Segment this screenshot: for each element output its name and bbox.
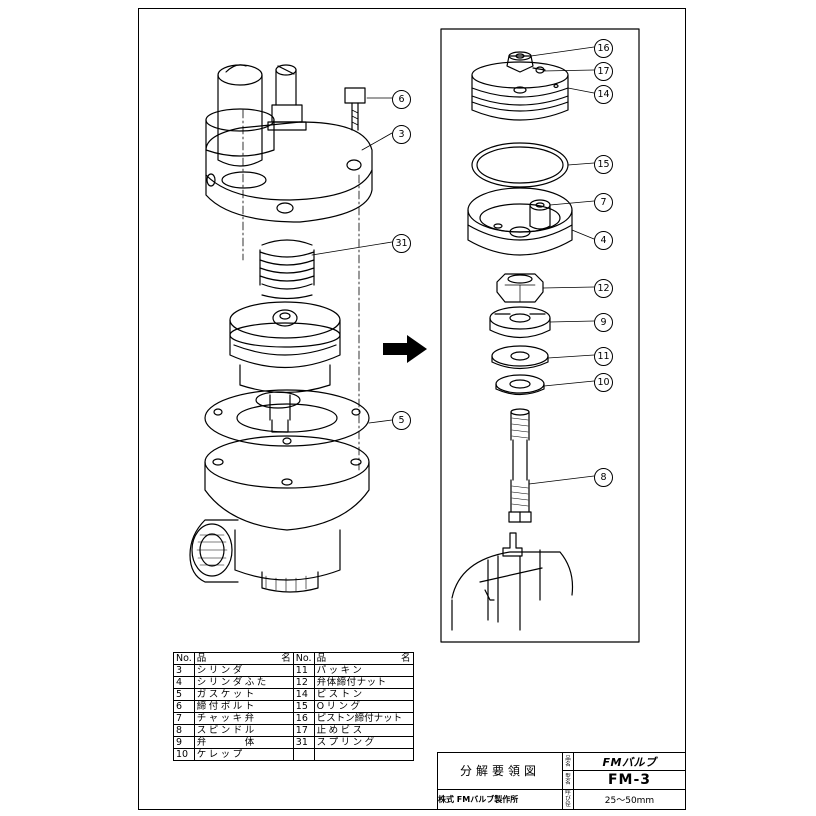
packing-part-11 [491,345,549,370]
callout-3: 3 [392,125,411,144]
callout-8: 8 [594,468,613,487]
part-name: スプリング [313,736,414,749]
parts-list-table: No. 品 名 No. 品 名 3 シリンダ 11 パッキン 4 シリンダふた … [173,652,414,761]
part-no: 15 [292,700,315,713]
part-name: 弁 体 [193,736,294,749]
header-name-2: 品 名 [313,652,414,665]
parts-table-header: No. 品 名 No. 品 名 [173,652,414,665]
gasket-part-5 [204,389,370,447]
part-no: 31 [292,736,315,749]
callout-leaders [311,46,595,485]
spring-part-31 [259,239,315,300]
part-name: 止めビス [313,724,414,737]
header-name-right: 名 [281,653,291,664]
part-name: ガスケット [193,688,294,701]
header-name-left: 品 [196,653,207,664]
callout-17: 17 [594,62,613,81]
part-no: 12 [292,676,315,689]
nominal-size: 25〜50mm [573,788,686,811]
callout-4: 4 [594,231,613,250]
table-row: 4 シリンダふた 12 弁体締付ナット [173,676,414,689]
header-name: 品 名 [193,652,294,665]
callout-5: 5 [392,411,411,430]
table-row: 10 ケレップ [173,748,414,761]
table-row: 5 ガスケット 14 ピストン [173,688,414,701]
callout-7: 7 [594,193,613,212]
nut-part-12 [496,273,544,303]
valve-body [189,435,370,593]
drawing-sheet-border [138,8,686,810]
product-name: FMバルブ [573,751,686,772]
label-product-name: 品名 [562,751,574,772]
header-name-left-2: 品 [316,653,327,664]
part-no: 8 [173,724,195,737]
detail-frame [440,28,640,643]
part-no: 11 [292,664,315,677]
table-row: 7 チャッキ弁 16 ピストン締付ナット [173,712,414,725]
direction-arrow [383,335,427,363]
part-name: ピストン [313,688,414,701]
pipe-section [451,532,574,631]
model-number: FM-3 [573,770,686,790]
bolt-part-6 [344,87,366,131]
piston-part-14 [471,51,569,121]
part-name: 弁体締付ナット [313,676,414,689]
o-ring-part-15 [471,142,569,188]
valve-disc-part-9 [489,306,551,339]
cylinder-assembly [205,64,373,471]
callout-15: 15 [594,155,613,174]
drawing-title: 分解要領図 [437,752,563,790]
part-name: シリンダ [193,664,294,677]
part-no: 5 [173,688,195,701]
spindle-part-8 [508,408,532,523]
callout-10: 10 [594,373,613,392]
header-no-2: No. [292,652,315,665]
part-no: 9 [173,736,195,749]
title-block: 分解要領図 品名 FMバルブ 型名 FM-3 株式 FMバルブ製作所 呼び径 2… [437,751,686,811]
callout-14: 14 [594,85,613,104]
part-no: 16 [292,712,315,725]
callout-6: 6 [392,90,411,109]
table-row: 8 スピンドル 17 止めビス [173,724,414,737]
part-name: チャッキ弁 [193,712,294,725]
company-name: 株式 FMバルブ製作所 [437,788,563,811]
label-nominal-size: 呼び径 [562,788,574,811]
part-no: 17 [292,724,315,737]
part-no [292,748,315,761]
callout-11: 11 [594,347,613,366]
cylinder-lid-part-4 [467,187,573,256]
part-name: Oリング [313,700,414,713]
part-name: ケレップ [193,748,294,761]
kerep-part-10 [495,374,545,396]
label-model: 型名 [562,770,574,790]
part-name: スピンドル [193,724,294,737]
table-row: 6 締付ボルト 15 Oリング [173,700,414,713]
part-no: 7 [173,712,195,725]
part-no: 10 [173,748,195,761]
table-row: 9 弁 体 31 スプリング [173,736,414,749]
part-name: ピストン締付ナット [313,712,414,725]
part-name [313,748,414,761]
callout-16: 16 [594,39,613,58]
header-no: No. [173,652,195,665]
part-no: 4 [173,676,195,689]
part-name: シリンダふた [193,676,294,689]
part-no: 6 [173,700,195,713]
callout-9: 9 [594,313,613,332]
part-name: パッキン [313,664,414,677]
header-name-right-2: 名 [401,653,411,664]
table-row: 3 シリンダ 11 パッキン [173,664,414,677]
part-no: 3 [173,664,195,677]
part-no: 14 [292,688,315,701]
piston-subassembly [229,301,341,433]
callout-12: 12 [594,279,613,298]
part-name: 締付ボルト [193,700,294,713]
callout-31: 31 [392,234,411,253]
